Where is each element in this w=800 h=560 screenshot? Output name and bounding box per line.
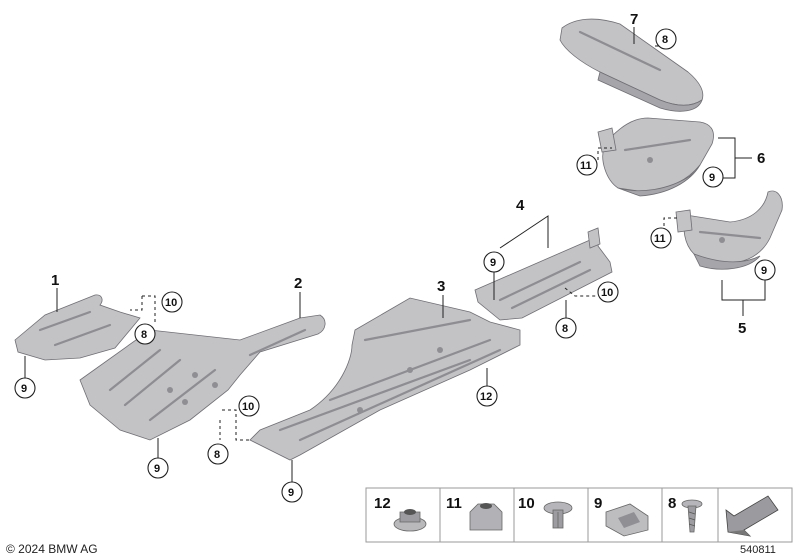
svg-text:8: 8 — [662, 34, 668, 46]
part-4-underbody-shield[interactable] — [474, 227, 613, 321]
ref-10-circle-1: 10 — [161, 291, 183, 313]
ref-10-circle-4: 10 — [597, 281, 619, 303]
screw-icon — [681, 499, 703, 533]
ref-9-circle-6: 9 — [702, 166, 724, 188]
svg-text:11: 11 — [654, 233, 666, 245]
svg-text:8: 8 — [562, 323, 568, 335]
svg-text:11: 11 — [580, 160, 592, 172]
legend: 12 11 10 — [365, 487, 793, 543]
expanding-rivet-icon — [543, 501, 573, 529]
svg-text:9: 9 — [594, 495, 602, 512]
svg-text:12: 12 — [480, 391, 492, 403]
svg-text:12: 12 — [374, 495, 391, 512]
callout-1: 1 — [51, 272, 59, 289]
svg-text:9: 9 — [154, 463, 160, 475]
part-5-heat-shield[interactable] — [675, 190, 783, 270]
svg-text:8: 8 — [214, 449, 220, 461]
legend-item-10[interactable]: 10 — [513, 487, 589, 543]
svg-text:10: 10 — [601, 287, 613, 299]
leader-5 — [721, 280, 766, 301]
ref-9-circle-2: 9 — [147, 457, 169, 479]
part-6-heat-shield[interactable] — [597, 117, 714, 197]
callout-7: 7 — [630, 11, 638, 28]
svg-text:10: 10 — [518, 495, 535, 512]
ref-9-circle-4: 9 — [483, 251, 505, 273]
part-2-underbody-shield[interactable] — [79, 314, 326, 441]
svg-text:8: 8 — [668, 495, 676, 512]
nut-icon — [469, 503, 503, 531]
svg-text:9: 9 — [709, 172, 715, 184]
ref-12-circle-3: 12 — [476, 385, 498, 407]
clip-nut-icon — [605, 503, 649, 537]
ref-9-circle-1: 9 — [14, 377, 36, 399]
callout-5: 5 — [738, 320, 746, 337]
svg-text:9: 9 — [490, 257, 496, 269]
callout-3: 3 — [437, 278, 445, 295]
svg-text:9: 9 — [288, 487, 294, 499]
ref-8-circle-2: 8 — [207, 443, 229, 465]
ref-8-circle-1: 8 — [134, 323, 156, 345]
ref-8-circle-4: 8 — [555, 317, 577, 339]
svg-text:11: 11 — [446, 495, 462, 512]
ref-9-circle-5: 9 — [754, 259, 776, 281]
ref-9-circle-3: 9 — [281, 481, 303, 503]
callout-6: 6 — [757, 150, 765, 167]
part-3-underbody-shield[interactable] — [249, 297, 521, 461]
legend-item-8[interactable]: 8 — [661, 487, 719, 543]
ref-11-circle-5: 11 — [650, 227, 672, 249]
leader-4 — [499, 215, 549, 249]
ref-8-circle-top: 8 — [655, 28, 677, 50]
ref-11-circle-6: 11 — [576, 154, 598, 176]
svg-text:10: 10 — [242, 401, 254, 413]
direction-arrow-icon — [725, 495, 779, 537]
callout-2: 2 — [294, 275, 302, 292]
svg-text:9: 9 — [21, 383, 27, 395]
part-1-front-shield[interactable] — [14, 294, 141, 361]
callout-4: 4 — [516, 197, 525, 214]
part-7-heat-shield[interactable] — [559, 18, 704, 112]
legend-item-9[interactable]: 9 — [587, 487, 663, 543]
legend-item-11[interactable]: 11 — [439, 487, 515, 543]
legend-item-arrow — [717, 487, 793, 543]
legend-item-12[interactable]: 12 — [365, 487, 441, 543]
copyright: © 2024 BMW AG — [6, 542, 98, 556]
svg-text:10: 10 — [165, 297, 177, 309]
svg-text:9: 9 — [761, 265, 767, 277]
ref-10-circle-2: 10 — [238, 395, 260, 417]
flange-nut-icon — [393, 509, 427, 532]
document-id: 540811 — [740, 544, 776, 556]
svg-text:8: 8 — [141, 329, 147, 341]
